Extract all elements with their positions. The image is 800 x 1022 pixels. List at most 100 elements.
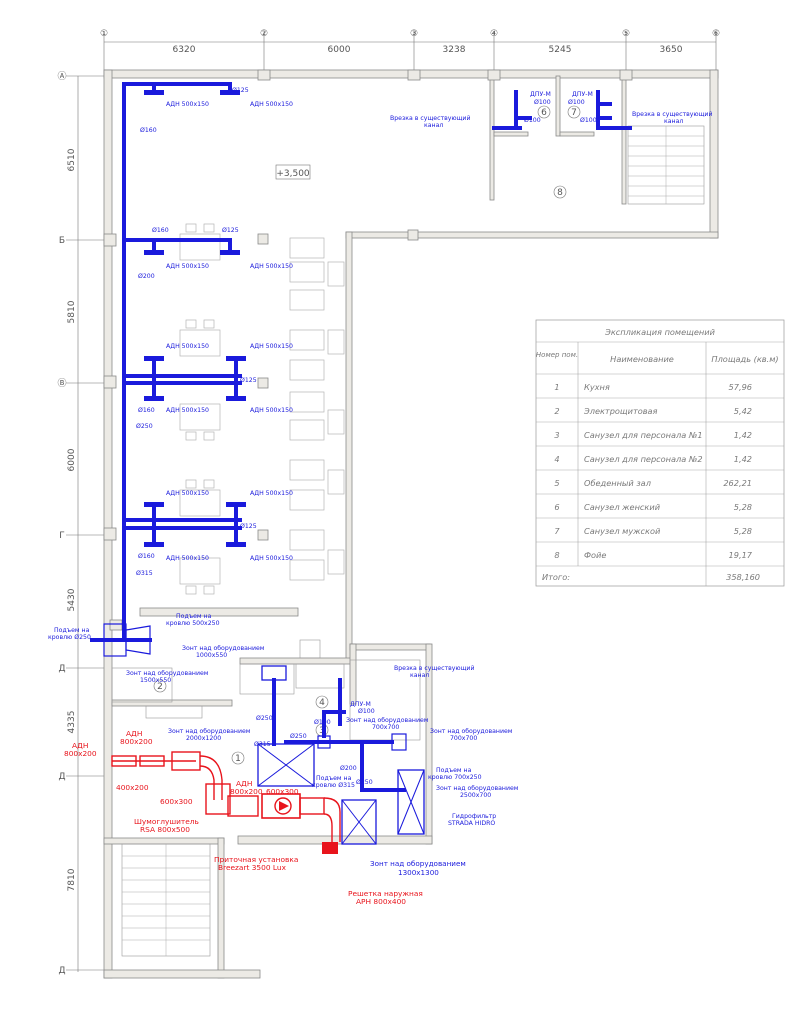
label-d100-w2b: Ø100 — [580, 116, 597, 124]
table-cell-area: 5,28 — [734, 526, 752, 536]
axis-label-v: Ⓑ — [57, 378, 66, 389]
label-dpu-w1: ДПУ-М — [530, 91, 551, 98]
label-d100-k2: Ø100 — [314, 718, 331, 726]
label-podem250-b: кровлю Ø250 — [48, 633, 91, 641]
table-cell-number: 5 — [554, 478, 559, 488]
table-cell-name: Фойе — [584, 550, 606, 560]
table-cell-name: Санузел мужской — [584, 526, 661, 536]
label-vrezka-w1-b: канал — [424, 122, 443, 129]
label-adn-10: АДН 500х150 — [250, 490, 293, 497]
label-adn800-3b: 800х200 — [230, 787, 263, 796]
label-vrezka-k-b: канал — [410, 672, 429, 679]
axis-label-d1: Д — [58, 664, 65, 674]
label-adn-3: АДН 500х150 — [166, 263, 209, 270]
room-number-8: 8 — [557, 188, 563, 198]
axis-label-5: ⑤ — [622, 29, 630, 39]
label-dpu-w2: ДПУ-М — [572, 91, 593, 98]
exhaust-duct-network — [90, 82, 246, 657]
table-cell-area: 1,42 — [734, 454, 752, 464]
table-cell-name: Обеденный зал — [584, 478, 651, 488]
table-total-value: 358,160 — [726, 572, 760, 582]
label-podem250-a: Подъем на — [54, 627, 90, 634]
room-number-2: 2 — [157, 682, 163, 692]
label-podem700-b: кровлю 700х250 — [428, 774, 482, 781]
label-zont3-b: 2000х1200 — [186, 735, 221, 742]
label-zont1-b: 1500х550 — [140, 677, 171, 684]
label-d125-v: Ø125 — [240, 376, 257, 384]
label-d125-g: Ø125 — [240, 522, 257, 530]
label-zont6-a: Зонт над оборудованием — [436, 784, 519, 792]
dim-top-5: 3650 — [660, 45, 683, 55]
dim-left-5: 4335 — [67, 711, 77, 734]
label-podem500-b: кровлю 500х250 — [166, 620, 220, 627]
table-cell-name: Санузел женский — [584, 502, 661, 512]
label-podem500-a: Подъем на — [176, 613, 212, 620]
table-cell-area: 5,42 — [734, 406, 752, 416]
label-zont4-a: Зонт над оборудованием — [346, 716, 429, 724]
label-zont7-b: 1300х1300 — [398, 868, 439, 877]
label-adn-11: АДН 500х150 — [166, 555, 209, 562]
room-schedule-table: Экспликация помещений Номер пом. Наимено… — [535, 319, 785, 587]
label-d200: Ø200 — [138, 272, 155, 280]
label-zont7-a: Зонт над оборудованием — [370, 859, 466, 868]
label-adn-1: АДН 500х150 — [166, 101, 209, 108]
label-d250: Ø250 — [136, 422, 153, 430]
axis-label-d3: Д — [58, 966, 65, 976]
exhaust-labels: Ø125 АДН 500х150 АДН 500х150 Ø160 Ø160 Ø… — [48, 86, 712, 877]
label-adn-7: АДН 500х150 — [166, 407, 209, 414]
label-d160-top: Ø160 — [140, 126, 157, 134]
label-adn800-3a: АДН — [236, 779, 252, 788]
label-prit-a: Приточная установка — [214, 855, 298, 864]
label-zont1-a: Зонт над оборудованием — [126, 669, 209, 677]
label-podem315-a: Подъем на — [316, 775, 352, 782]
label-600x300-a: 600х300 — [266, 787, 299, 796]
room-markers: +3,500 1 2 4 3 6 7 8 — [153, 105, 581, 765]
label-d125-top: Ø125 — [232, 86, 249, 94]
label-d160-v: Ø160 — [138, 406, 155, 414]
label-shum-a: Шумоглушитель — [134, 817, 199, 826]
axis-label-1: ① — [100, 29, 108, 39]
supply-labels: АДН 800х200 АДН 800х200 АДН 800х200 400х… — [64, 729, 423, 906]
table-title: Экспликация помещений — [604, 327, 715, 337]
label-adn800-2b: 800х200 — [120, 737, 153, 746]
axis-label-d2: Д — [58, 772, 65, 782]
label-adn-5: АДН 500х150 — [166, 343, 209, 350]
table-cell-name: Кухня — [584, 382, 610, 392]
axis-label-6: ⑥ — [712, 29, 720, 39]
label-d160-g: Ø160 — [138, 552, 155, 560]
table-cell-number: 6 — [554, 502, 559, 512]
label-podem315-b: кровлю Ø315 — [312, 781, 355, 789]
axis-label-4: ④ — [490, 29, 498, 39]
dim-left-2: 5810 — [67, 300, 77, 323]
table-cell-number: 8 — [554, 550, 559, 560]
label-d100-w1b: Ø100 — [524, 116, 541, 124]
table-cell-area: 5,28 — [734, 502, 752, 512]
room-number-6: 6 — [541, 108, 547, 118]
table-total-label: Итого: — [542, 572, 570, 582]
label-d250-k3: Ø250 — [356, 778, 373, 786]
room-number-4: 4 — [319, 698, 325, 708]
supply-duct-network — [111, 751, 341, 854]
staircase-bottom-left — [121, 843, 211, 957]
label-resh-a: Решетка наружная — [348, 889, 423, 898]
dim-left-1: 6510 — [67, 148, 77, 171]
label-d100-w2: Ø100 — [568, 98, 585, 106]
label-d100-w1: Ø100 — [534, 98, 551, 106]
label-adn800-1a: АДН — [72, 741, 88, 750]
table-cell-name: Электрощитовая — [583, 406, 658, 416]
label-zont2-b: 1000х550 — [196, 652, 227, 659]
elevation-mark: +3,500 — [276, 169, 310, 179]
kitchen-exhaust-ducts — [257, 665, 425, 845]
label-d200-k: Ø200 — [340, 764, 357, 772]
label-adn-12: АДН 500х150 — [250, 555, 293, 562]
room-number-7: 7 — [571, 108, 577, 118]
dim-left-6: 7810 — [67, 868, 77, 891]
label-d315-k: Ø315 — [254, 740, 271, 748]
label-adn-9: АДН 500х150 — [166, 490, 209, 497]
label-zont5-a: Зонт над оборудованием — [430, 727, 513, 735]
wc-exhaust-ducts — [492, 90, 632, 130]
building-walls — [103, 69, 719, 979]
table-cell-number: 7 — [554, 526, 560, 536]
dining-furniture — [179, 223, 345, 595]
